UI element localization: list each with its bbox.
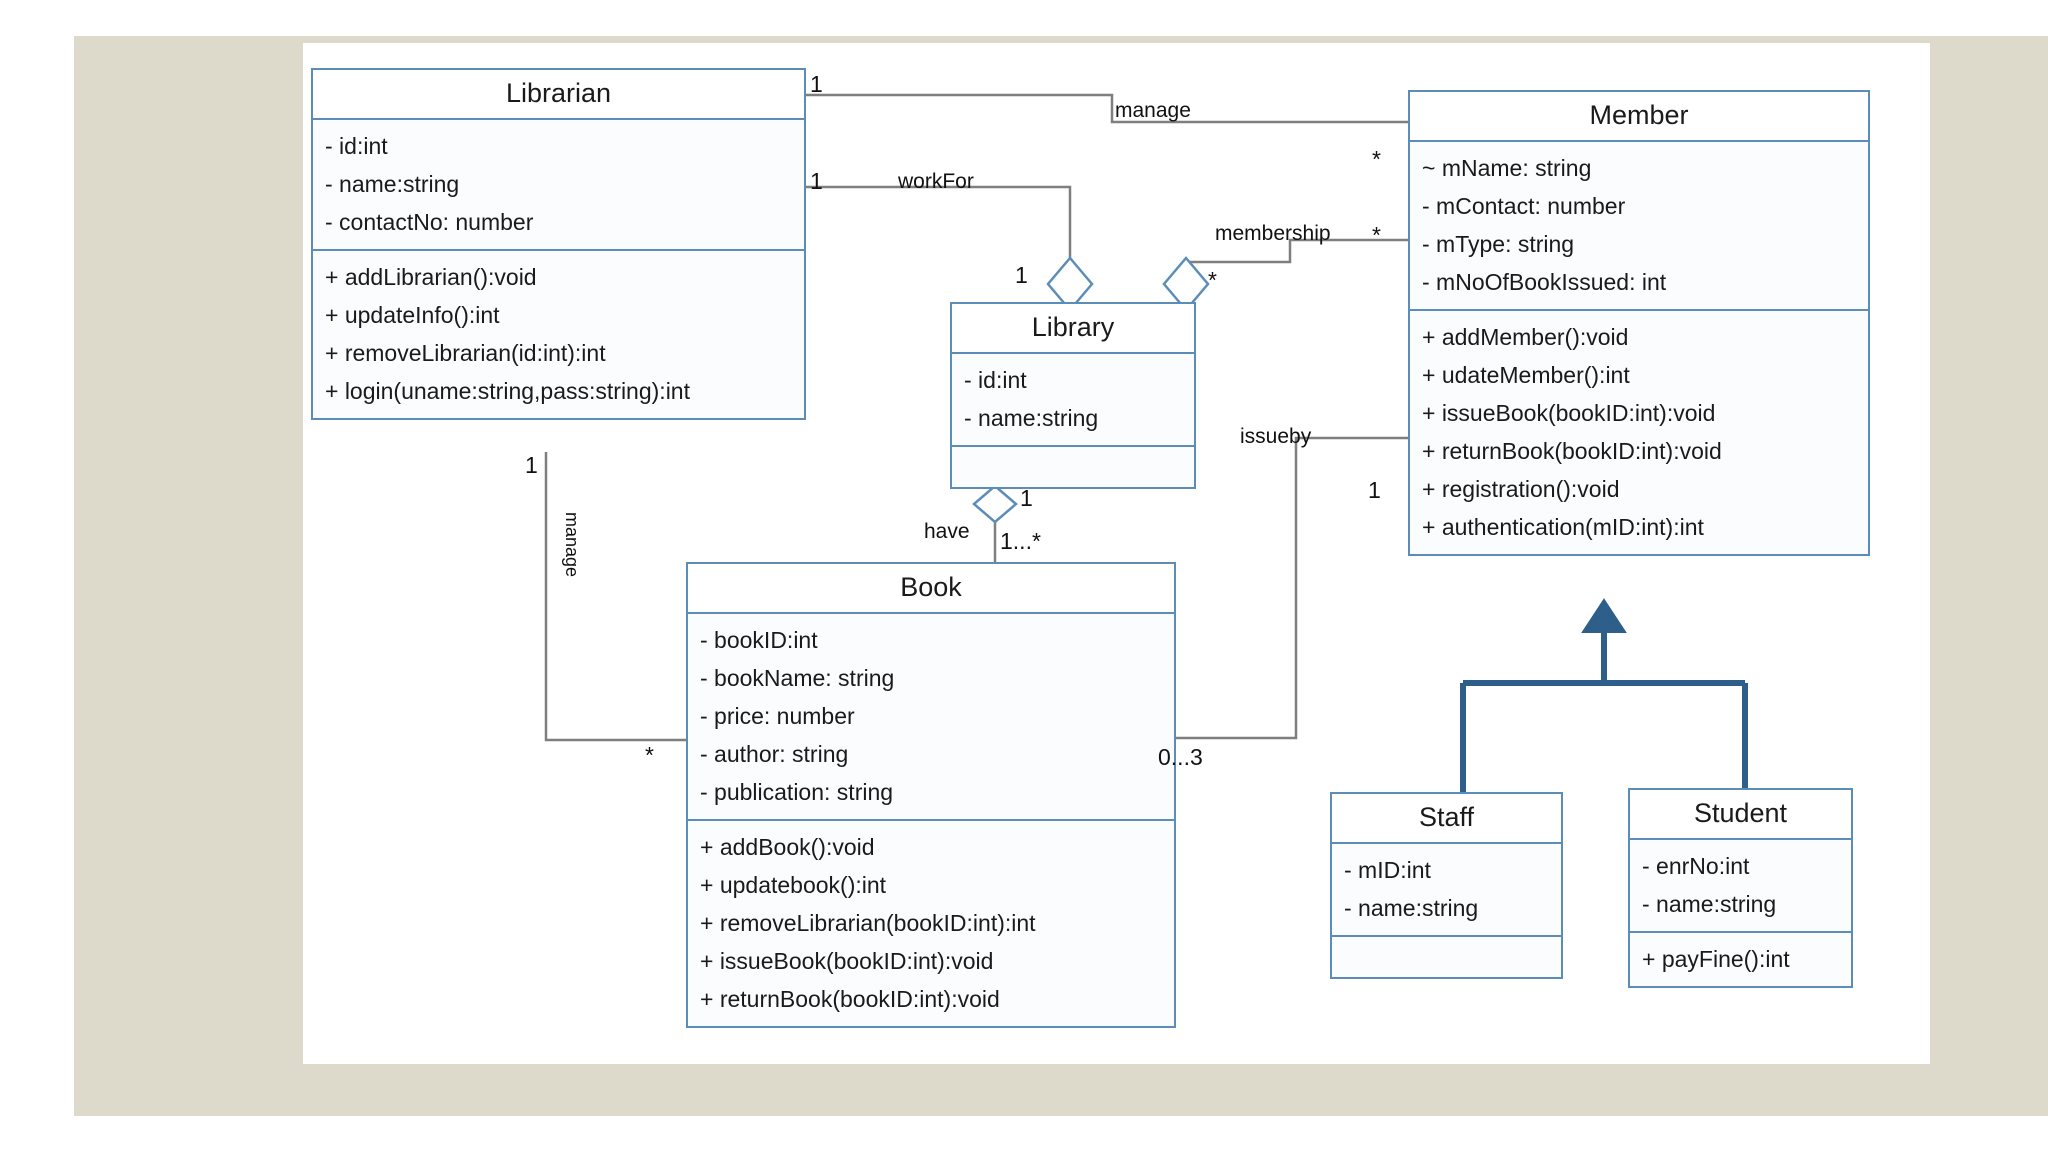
method-row: + login(uname:string,pass:string):int [325,378,690,404]
method-row: + updateInfo():int [325,302,500,328]
attributes-compartment-student: - enrNo:int - name:string [1630,840,1851,931]
class-title-student: Student [1630,790,1851,840]
attribute-row: - author: string [700,741,849,767]
multiplicity-library-work-for: 1 [1015,262,1028,288]
methods-compartment-librarian: + addLibrarian():void + updateInfo():int… [313,249,804,418]
attributes-compartment-member: ~ mName: string - mContact: number - mTy… [1410,142,1868,309]
method-row: + registration():void [1422,476,1620,502]
class-box-library[interactable]: Library - id:int - name:string [950,302,1196,489]
attribute-row: - enrNo:int [1642,853,1750,879]
attribute-row: - bookName: string [700,665,895,691]
method-row: + returnBook(bookID:int):void [1422,438,1722,464]
attribute-row: - contactNo: number [325,209,534,235]
multiplicity-librarian-manage-member: 1 [810,71,823,97]
class-box-book[interactable]: Book - bookID:int - bookName: string - p… [686,562,1176,1028]
multiplicity-book-have: 1...* [1000,528,1041,554]
attributes-compartment-librarian: - id:int - name:string - contactNo: numb… [313,120,804,249]
method-row: + addBook():void [700,834,875,860]
method-row: + issueBook(bookID:int):void [700,948,994,974]
multiplicity-book-manage-book: * [645,742,654,768]
methods-compartment-library [952,445,1194,487]
relationship-label-work-for: workFor [898,170,974,193]
attribute-row: ~ mName: string [1422,155,1592,181]
attribute-row: - publication: string [700,779,894,805]
method-row: + updatebook():int [700,872,887,898]
attribute-row: - price: number [700,703,855,729]
methods-compartment-member: + addMember():void + udateMember():int +… [1410,309,1868,554]
attributes-compartment-staff: - mID:int - name:string [1332,844,1561,935]
attribute-row: - bookID:int [700,627,818,653]
attribute-row: - name:string [1344,895,1479,921]
multiplicity-member-issueby: 1 [1368,477,1381,503]
multiplicity-member-manage-member: * [1372,146,1381,172]
attribute-row: - id:int [964,367,1027,393]
attribute-row: - id:int [325,133,388,159]
relationship-label-manage-member: manage [1115,99,1191,122]
class-title-staff: Staff [1332,794,1561,844]
attribute-row: - mType: string [1422,231,1575,257]
method-row: + returnBook(bookID:int):void [700,986,1000,1012]
methods-compartment-book: + addBook():void + updatebook():int + re… [688,819,1174,1026]
connector-manage-member [806,93,1408,124]
attribute-row: - mID:int [1344,857,1431,883]
multiplicity-book-issueby: 0...3 [1158,744,1203,770]
method-row: + payFine():int [1642,946,1790,972]
method-row: + addMember():void [1422,324,1629,350]
relationship-label-manage-book: manage [562,512,582,578]
method-row: + addLibrarian():void [325,264,537,290]
multiplicity-library-have: 1 [1020,485,1033,511]
connector-membership [1186,238,1408,264]
attribute-row: - name:string [964,405,1099,431]
class-box-staff[interactable]: Staff - mID:int - name:string [1330,792,1563,979]
multiplicity-librarian-work-for: 1 [810,168,823,194]
class-title-library: Library [952,304,1194,354]
method-row: + udateMember():int [1422,362,1630,388]
class-title-member: Member [1410,92,1868,142]
aggregation-diamond-have [972,484,1018,524]
class-box-member[interactable]: Member ~ mName: string - mContact: numbe… [1408,90,1870,556]
attributes-compartment-book: - bookID:int - bookName: string - price:… [688,614,1174,819]
multiplicity-library-membership: * [1208,267,1217,293]
relationship-label-issueby: issueby [1240,425,1312,448]
method-row: + issueBook(bookID:int):void [1422,400,1716,426]
method-row: + removeLibrarian(bookID:int):int [700,910,1036,936]
method-row: + authentication(mID:int):int [1422,514,1704,540]
class-box-librarian[interactable]: Librarian - id:int - name:string - conta… [311,68,806,420]
methods-compartment-staff [1332,935,1561,977]
class-title-book: Book [688,564,1174,614]
method-row: + removeLibrarian(id:int):int [325,340,606,366]
methods-compartment-student: + payFine():int [1630,931,1851,986]
multiplicity-librarian-manage-book: 1 [525,452,538,478]
attribute-row: - name:string [1642,891,1777,917]
multiplicity-member-membership: * [1372,222,1381,248]
class-box-student[interactable]: Student - enrNo:int - name:string + payF… [1628,788,1853,988]
connector-issueby [1176,436,1408,740]
attributes-compartment-library: - id:int - name:string [952,354,1194,445]
attribute-row: - mNoOfBookIssued: int [1422,269,1667,295]
relationship-label-have: have [924,520,970,543]
attribute-row: - mContact: number [1422,193,1626,219]
connector-work-for [806,185,1072,262]
relationship-label-membership: membership [1215,222,1331,245]
inheritance-arrow-icon [1581,598,1627,633]
class-title-librarian: Librarian [313,70,804,120]
attribute-row: - name:string [325,171,460,197]
connector-manage-book [544,452,686,742]
